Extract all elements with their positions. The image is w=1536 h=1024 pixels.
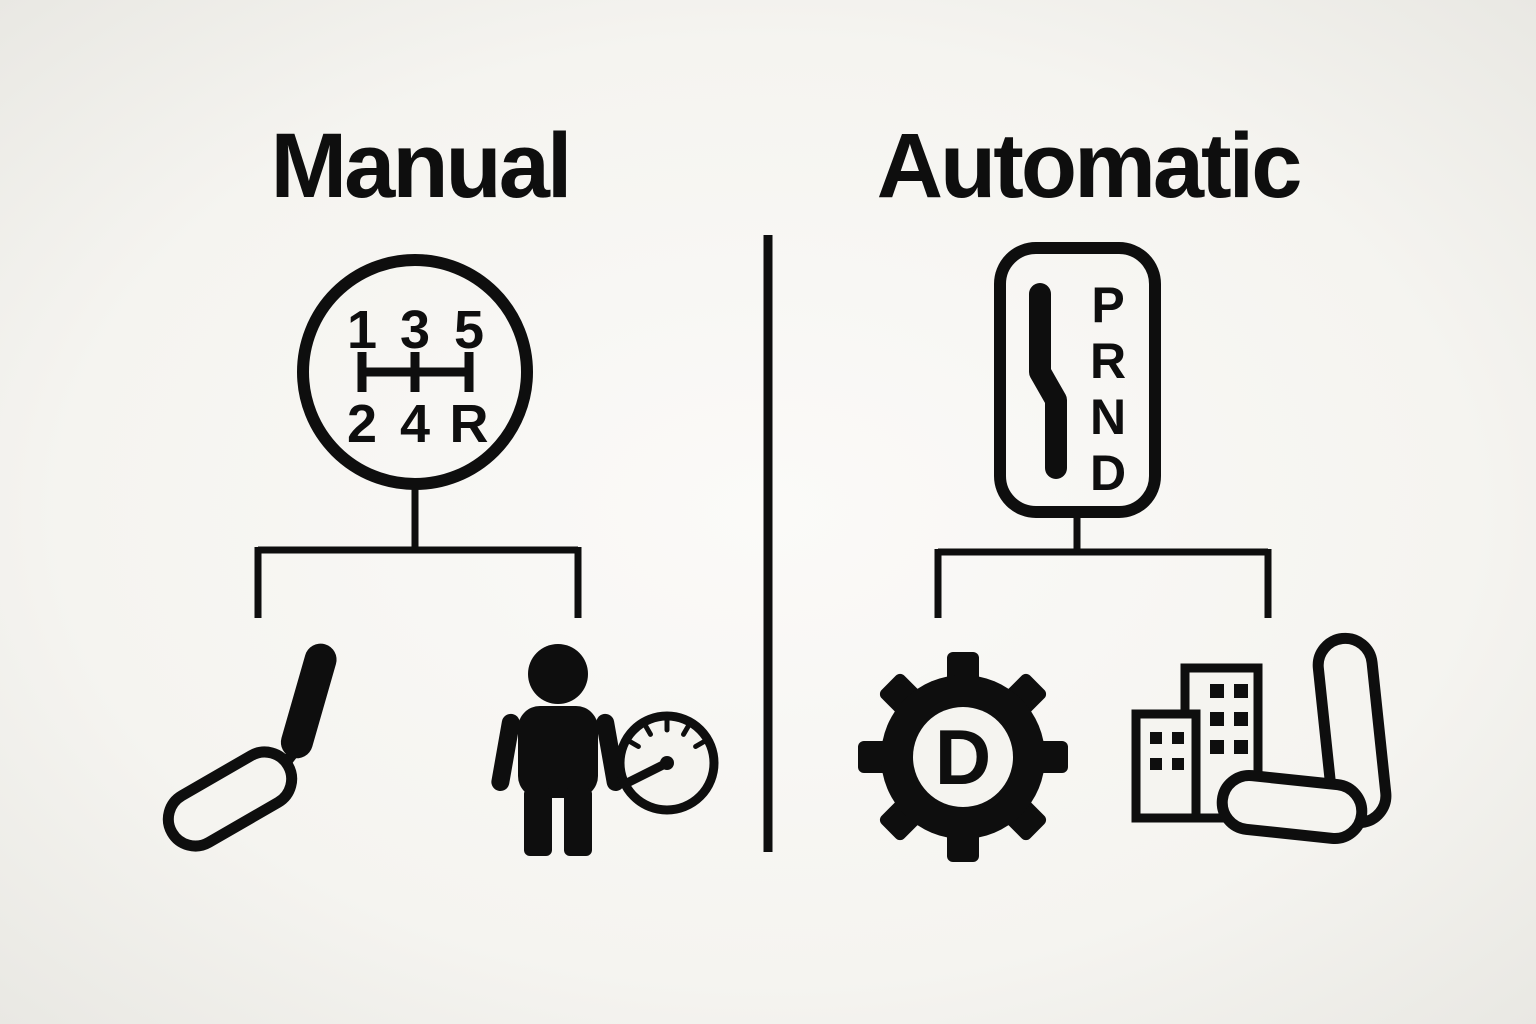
selector-label-n: N xyxy=(1090,389,1126,445)
gear-selector-icon: P R N D xyxy=(994,242,1161,518)
gear-label-4: 4 xyxy=(400,394,430,454)
person-left-arm xyxy=(491,713,520,791)
gear-drive-letter: D xyxy=(935,713,991,801)
building-tall-windows xyxy=(1210,684,1248,754)
driver-person-icon xyxy=(491,644,625,856)
drive-mode-gear-icon: D xyxy=(858,652,1068,862)
pedal-pad xyxy=(162,746,298,852)
gauge-needle xyxy=(624,758,672,787)
comfort-seat-icon xyxy=(1216,632,1392,844)
selector-label-p: P xyxy=(1091,277,1124,333)
clutch-pedal-icon xyxy=(162,643,337,852)
gear-shift-pattern-icon: 1 3 5 2 4 R xyxy=(297,254,533,490)
seat-cushion xyxy=(1216,770,1368,844)
gauge-ticks xyxy=(627,717,707,749)
manual-connector xyxy=(254,486,582,618)
person-right-leg xyxy=(564,788,592,856)
selector-shift-track xyxy=(1029,283,1067,479)
building-short xyxy=(1131,709,1201,823)
building-short-windows xyxy=(1150,732,1184,770)
automatic-panel: Automatic P R N D xyxy=(858,115,1392,862)
manual-title: Manual xyxy=(271,115,570,217)
gear-label-2: 2 xyxy=(347,394,377,454)
speedometer-icon xyxy=(615,711,719,815)
automatic-title: Automatic xyxy=(877,115,1301,217)
pedal-lever-handle xyxy=(280,643,337,759)
gear-label-1: 1 xyxy=(347,300,377,360)
gauge-hub xyxy=(660,756,674,770)
person-head xyxy=(528,644,588,704)
gear-inner xyxy=(913,707,1013,807)
person-left-leg xyxy=(524,788,552,856)
selector-frame xyxy=(994,242,1161,518)
person-torso xyxy=(518,706,598,798)
selector-label-r: R xyxy=(1090,333,1126,389)
selector-label-d: D xyxy=(1090,445,1126,501)
automatic-connector xyxy=(934,514,1272,618)
gear-teeth xyxy=(858,652,1068,862)
shift-knob-circle xyxy=(297,254,533,490)
gear-label-r: R xyxy=(450,394,489,454)
manual-panel: Manual 1 3 5 2 4 R xyxy=(162,115,719,856)
gear-label-3: 3 xyxy=(400,300,430,360)
gear-label-5: 5 xyxy=(454,300,484,360)
